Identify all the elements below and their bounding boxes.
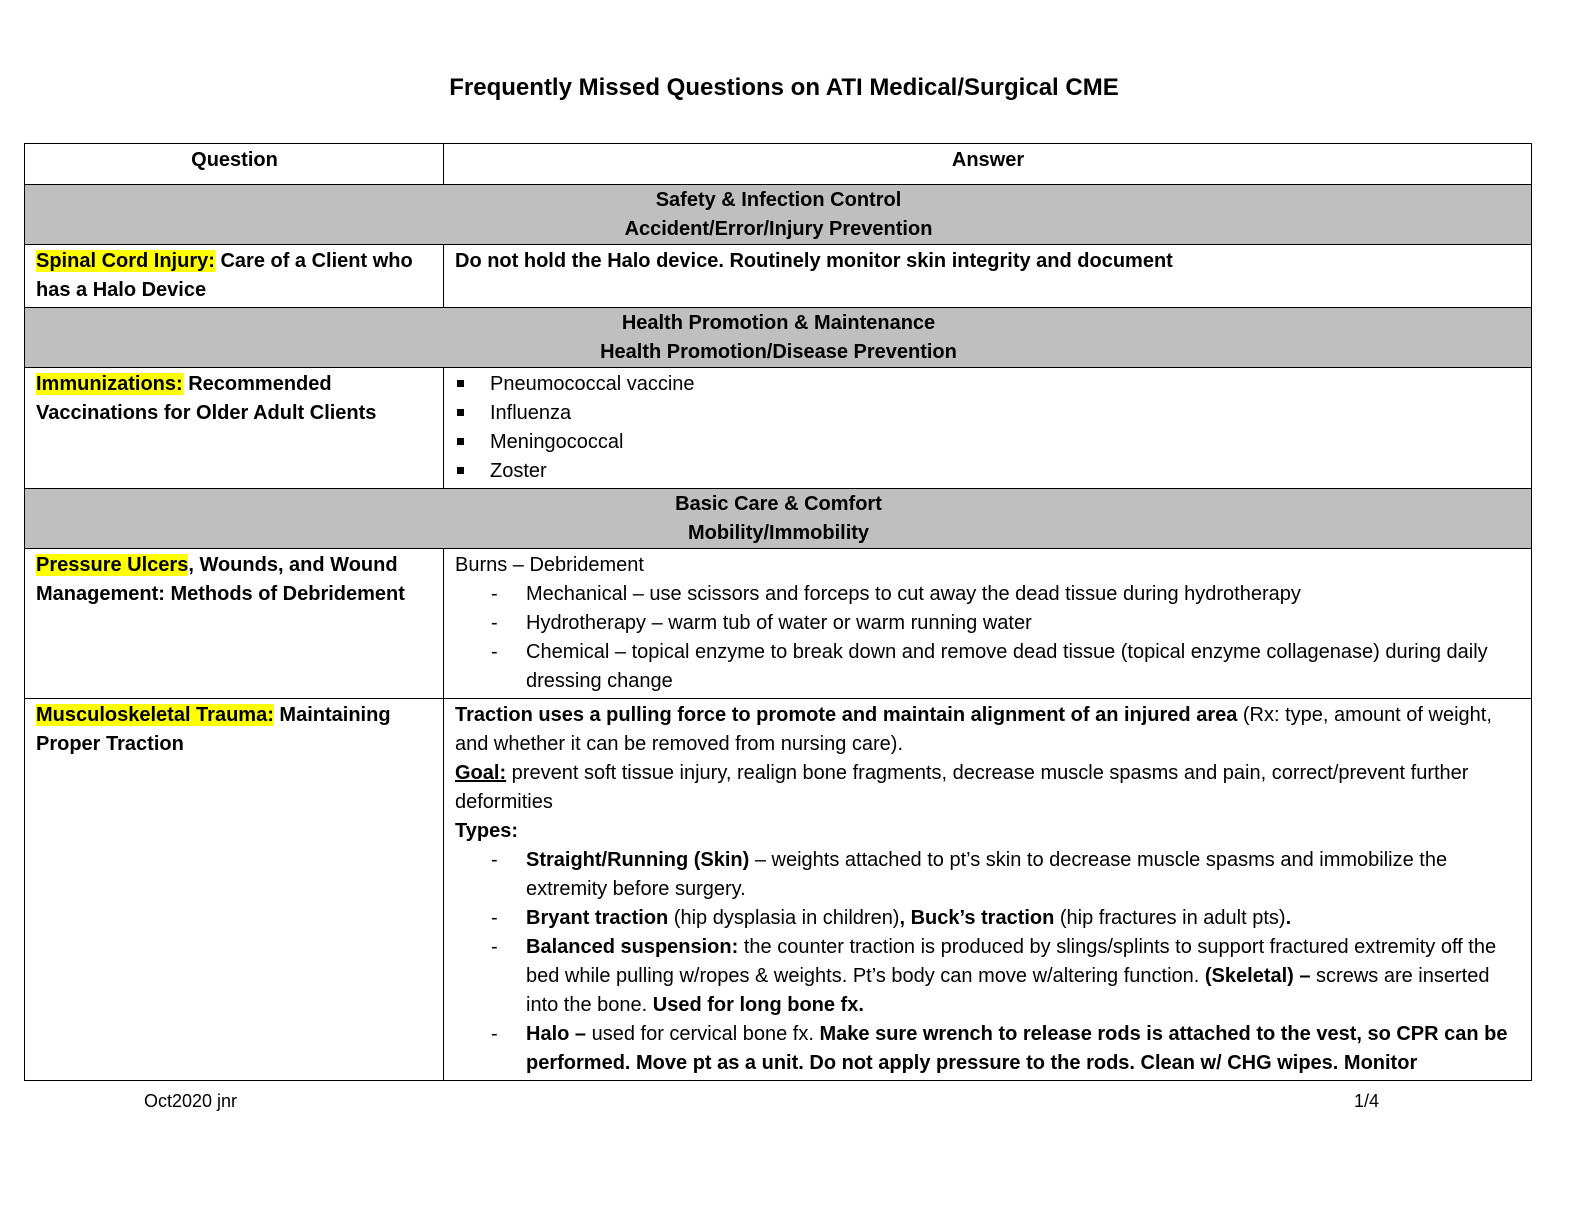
column-header-answer: Answer	[443, 143, 1532, 185]
column-header-question: Question	[24, 143, 444, 185]
section-row: Health Promotion & Maintenance Health Pr…	[24, 307, 1532, 368]
list-item: Chemical – topical enzyme to break down …	[455, 638, 1521, 696]
section-row: Basic Care & Comfort Mobility/Immobility	[24, 488, 1532, 549]
section-category: Safety & Infection Control	[655, 189, 902, 211]
table-header-row: Question Answer	[24, 143, 1532, 185]
definition-text: (Rx: type, amount of weight, and whether…	[455, 704, 1492, 755]
type-text: used for cervical bone fx.	[586, 1023, 820, 1045]
question-cell: Pressure Ulcers, Wounds, and Wound Manag…	[24, 548, 444, 699]
type-text: the counter traction is produced by slin…	[526, 936, 1497, 987]
traction-definition: Traction uses a pulling force to promote…	[455, 701, 1521, 759]
type-name: Halo –	[526, 1023, 587, 1045]
answer-cell: Traction uses a pulling force to promote…	[443, 698, 1532, 1081]
question-text: Recommended Vaccinations for Older Adult…	[36, 373, 377, 424]
answer-intro: Burns – Debridement	[455, 554, 644, 576]
type-note: Used for long bone fx.	[652, 994, 864, 1016]
type-text: – weights attached to pt’s skin to decre…	[526, 849, 1448, 900]
debridement-list: Mechanical – use scissors and forceps to…	[455, 580, 1521, 696]
question-text: Care of a Client who has a Halo Device	[36, 250, 413, 301]
table-row: Musculoskeletal Trauma: Maintaining Prop…	[24, 698, 1532, 1081]
section-subcategory: Accident/Error/Injury Prevention	[624, 218, 933, 240]
section-row: Safety & Infection Control Accident/Erro…	[24, 184, 1532, 245]
questions-table: Question Answer Safety & Infection Contr…	[24, 143, 1532, 1081]
table-row: Immunizations: Recommended Vaccinations …	[24, 367, 1532, 489]
list-item: Pneumococcal vaccine	[455, 370, 1521, 399]
answer-cell: Pneumococcal vaccine Influenza Meningoco…	[443, 367, 1532, 489]
list-item: Balanced suspension: the counter tractio…	[455, 933, 1521, 1020]
page-number: 1/4	[1354, 1091, 1380, 1111]
section-heading: Basic Care & Comfort Mobility/Immobility	[24, 488, 1532, 549]
definition-bold: Traction uses a pulling force to promote…	[455, 704, 1238, 726]
footer-date: Oct2020 jnr	[144, 1091, 238, 1111]
traction-goal: Goal: prevent soft tissue injury, realig…	[455, 759, 1521, 817]
type-end: .	[1285, 907, 1292, 929]
page-title: Frequently Missed Questions on ATI Medic…	[449, 74, 1119, 101]
question-cell: Musculoskeletal Trauma: Maintaining Prop…	[24, 698, 444, 1081]
topic-highlight: Spinal Cord Injury:	[36, 250, 215, 272]
type-name: Straight/Running (Skin)	[526, 849, 750, 871]
table-row: Pressure Ulcers, Wounds, and Wound Manag…	[24, 548, 1532, 699]
type-text: (hip fractures in adult pts)	[1054, 907, 1286, 929]
question-cell: Immunizations: Recommended Vaccinations …	[24, 367, 444, 489]
type-text: screws are inserted into the bone.	[526, 965, 1490, 1016]
list-item: Meningococcal	[455, 428, 1521, 457]
list-item: Influenza	[455, 399, 1521, 428]
question-text: Maintaining Proper Traction	[36, 704, 391, 755]
list-item: Straight/Running (Skin) – weights attach…	[455, 846, 1521, 904]
answer-cell: Do not hold the Halo device. Routinely m…	[443, 244, 1532, 308]
topic-highlight: Pressure Ulcers	[36, 554, 189, 576]
table-row: Spinal Cord Injury: Care of a Client who…	[24, 244, 1532, 308]
types-label: Types:	[455, 820, 518, 842]
question-text: , Wounds, and Wound Management: Methods …	[36, 554, 405, 605]
section-heading: Safety & Infection Control Accident/Erro…	[24, 184, 1532, 245]
type-name: (Skeletal) –	[1204, 965, 1311, 987]
type-text: (hip dysplasia in children)	[668, 907, 900, 929]
section-heading: Health Promotion & Maintenance Health Pr…	[24, 307, 1532, 368]
section-category: Health Promotion & Maintenance	[621, 312, 936, 334]
traction-types-list: Straight/Running (Skin) – weights attach…	[455, 846, 1521, 1078]
goal-label: Goal:	[455, 762, 507, 784]
type-name: , Buck’s traction	[899, 907, 1055, 929]
vaccine-list: Pneumococcal vaccine Influenza Meningoco…	[455, 370, 1521, 486]
section-subcategory: Health Promotion/Disease Prevention	[600, 341, 957, 363]
list-item: Bryant traction (hip dysplasia in childr…	[455, 904, 1521, 933]
list-item: Halo – used for cervical bone fx. Make s…	[455, 1020, 1521, 1078]
list-item: Mechanical – use scissors and forceps to…	[455, 580, 1521, 609]
list-item: Hydrotherapy – warm tub of water or warm…	[455, 609, 1521, 638]
goal-text: prevent soft tissue injury, realign bone…	[455, 762, 1469, 813]
answer-cell: Burns – Debridement Mechanical – use sci…	[443, 548, 1532, 699]
answer-text: Do not hold the Halo device. Routinely m…	[455, 250, 1173, 272]
question-cell: Spinal Cord Injury: Care of a Client who…	[24, 244, 444, 308]
topic-highlight: Immunizations:	[36, 373, 183, 395]
type-name: Balanced suspension:	[526, 936, 739, 958]
list-item: Zoster	[455, 457, 1521, 486]
type-note: Make sure wrench to release rods is atta…	[526, 1023, 1508, 1074]
type-name: Bryant traction	[526, 907, 669, 929]
topic-highlight: Musculoskeletal Trauma:	[36, 704, 274, 726]
section-subcategory: Mobility/Immobility	[687, 522, 870, 544]
section-category: Basic Care & Comfort	[675, 493, 882, 515]
